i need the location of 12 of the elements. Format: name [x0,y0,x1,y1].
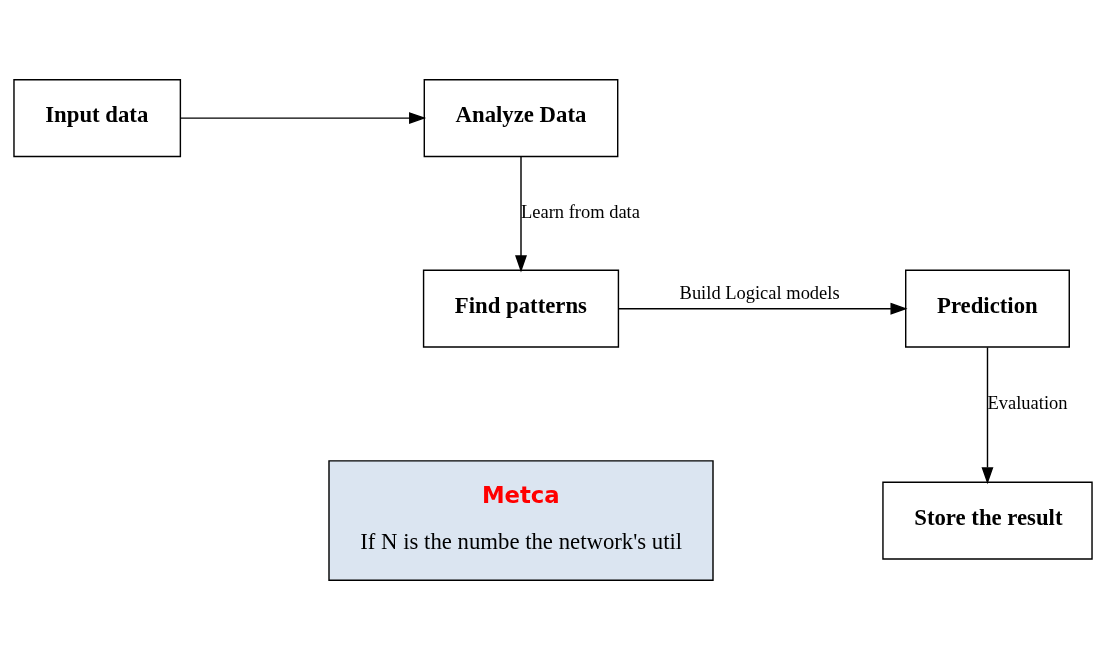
arrow [515,155,527,273]
arrow [180,112,427,125]
edge-label: Evaluation [987,392,1068,413]
edge-label: Build Logical models [679,283,840,304]
node-box: Input data [13,79,182,158]
arrow [618,302,908,315]
node-box: Find patterns [422,269,620,348]
node-box: Prediction [905,269,1070,348]
arrow [981,346,994,485]
node-box: Analyze Data [423,79,619,158]
node-box: Store the result [882,481,1093,560]
node-box: Metca If N is the numbe the network's util [328,460,714,581]
